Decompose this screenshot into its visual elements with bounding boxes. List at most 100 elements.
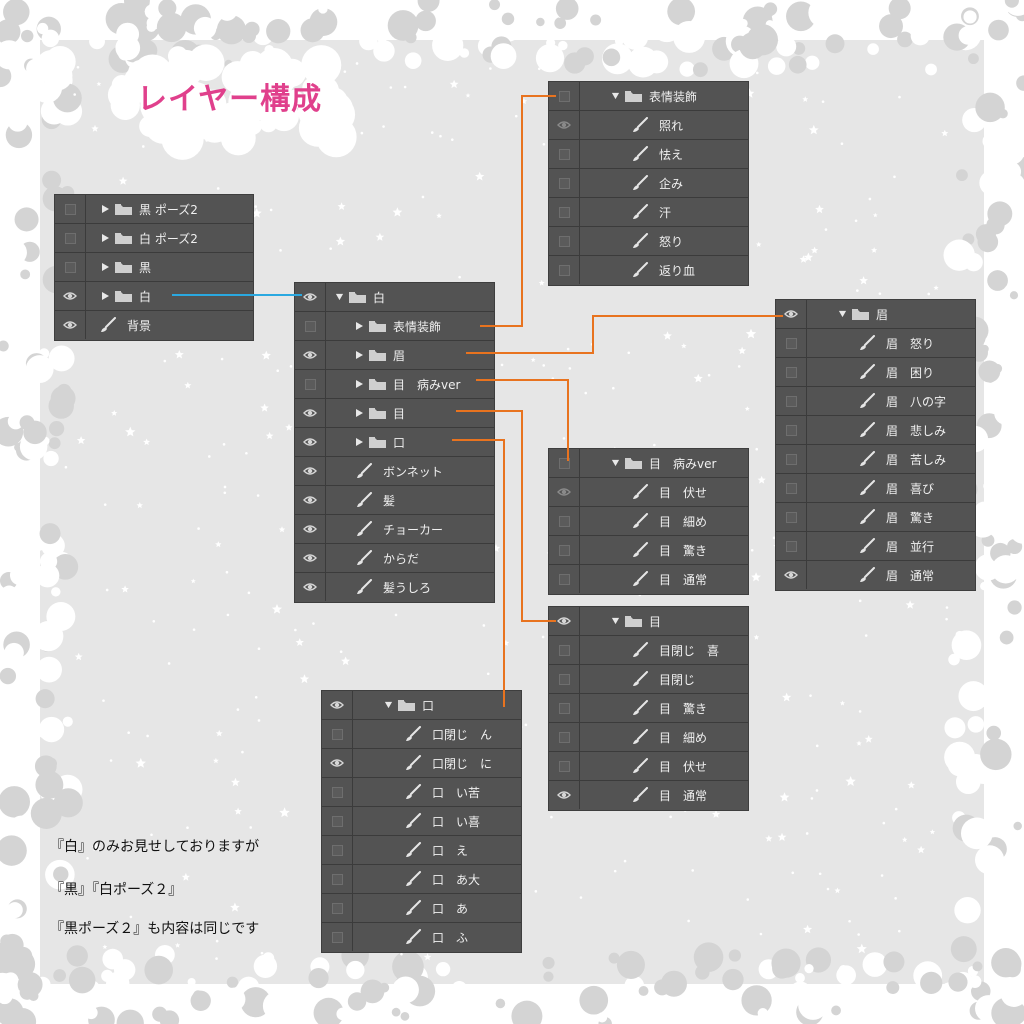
visibility-toggle[interactable] — [295, 370, 326, 398]
visibility-toggle[interactable] — [55, 224, 86, 252]
visibility-toggle[interactable] — [776, 474, 807, 502]
layer-row[interactable]: 眉 — [295, 341, 494, 370]
layer-row[interactable]: 眉 — [776, 300, 975, 329]
visibility-toggle[interactable] — [322, 894, 353, 922]
visibility-toggle[interactable] — [549, 752, 580, 780]
collapse-toggle[interactable] — [838, 309, 851, 319]
layer-row[interactable]: 髪うしろ — [295, 573, 494, 602]
visibility-toggle[interactable] — [776, 503, 807, 531]
visibility-toggle[interactable] — [322, 836, 353, 864]
layer-row[interactable]: 照れ — [549, 111, 748, 140]
layer-row[interactable]: 口閉じ ん — [322, 720, 521, 749]
layer-row[interactable]: 目 — [549, 607, 748, 636]
layer-row[interactable]: 口 — [295, 428, 494, 457]
expand-toggle[interactable] — [355, 321, 368, 331]
visibility-toggle[interactable] — [295, 341, 326, 369]
visibility-toggle[interactable] — [55, 311, 86, 339]
visibility-toggle[interactable] — [322, 923, 353, 951]
layer-row[interactable]: 目 — [295, 399, 494, 428]
visibility-toggle[interactable] — [549, 665, 580, 693]
visibility-toggle[interactable] — [776, 532, 807, 560]
layer-row[interactable]: 眉 並行 — [776, 532, 975, 561]
expand-toggle[interactable] — [355, 408, 368, 418]
visibility-toggle[interactable] — [55, 195, 86, 223]
visibility-toggle[interactable] — [776, 387, 807, 415]
visibility-toggle[interactable] — [549, 636, 580, 664]
visibility-toggle[interactable] — [295, 312, 326, 340]
visibility-toggle[interactable] — [549, 607, 580, 635]
layer-row[interactable]: 企み — [549, 169, 748, 198]
visibility-toggle[interactable] — [549, 449, 580, 477]
layer-row[interactable]: 眉 怒り — [776, 329, 975, 358]
visibility-toggle[interactable] — [295, 515, 326, 543]
layer-row[interactable]: チョーカー — [295, 515, 494, 544]
layer-row[interactable]: 眉 悲しみ — [776, 416, 975, 445]
layer-row[interactable]: 白 — [55, 282, 253, 311]
layer-row[interactable]: 目 細め — [549, 723, 748, 752]
layer-row[interactable]: 黒 — [55, 253, 253, 282]
expand-toggle[interactable] — [101, 204, 114, 214]
visibility-toggle[interactable] — [776, 416, 807, 444]
layer-row[interactable]: 怯え — [549, 140, 748, 169]
visibility-toggle[interactable] — [549, 227, 580, 255]
visibility-toggle[interactable] — [549, 694, 580, 722]
layer-row[interactable]: 目 驚き — [549, 536, 748, 565]
layer-row[interactable]: 目 病みver — [549, 449, 748, 478]
visibility-toggle[interactable] — [549, 723, 580, 751]
visibility-toggle[interactable] — [55, 282, 86, 310]
collapse-toggle[interactable] — [335, 292, 348, 302]
layer-row[interactable]: 目 通常 — [549, 565, 748, 594]
layer-row[interactable]: 怒り — [549, 227, 748, 256]
expand-toggle[interactable] — [101, 233, 114, 243]
layer-row[interactable]: 眉 喜び — [776, 474, 975, 503]
visibility-toggle[interactable] — [295, 457, 326, 485]
layer-row[interactable]: 目 驚き — [549, 694, 748, 723]
collapse-toggle[interactable] — [611, 458, 624, 468]
layer-row[interactable]: 口閉じ に — [322, 749, 521, 778]
layer-row[interactable]: 口 あ大 — [322, 865, 521, 894]
visibility-toggle[interactable] — [549, 82, 580, 110]
layer-row[interactable]: 口 — [322, 691, 521, 720]
layer-row[interactable]: 口 ふ — [322, 923, 521, 952]
collapse-toggle[interactable] — [611, 616, 624, 626]
expand-toggle[interactable] — [355, 379, 368, 389]
layer-row[interactable]: 目 伏せ — [549, 478, 748, 507]
visibility-toggle[interactable] — [322, 691, 353, 719]
layer-row[interactable]: 目閉じ 喜 — [549, 636, 748, 665]
layer-row[interactable]: 目 細め — [549, 507, 748, 536]
layer-row[interactable]: 目 通常 — [549, 781, 748, 810]
visibility-toggle[interactable] — [322, 778, 353, 806]
visibility-toggle[interactable] — [295, 428, 326, 456]
expand-toggle[interactable] — [101, 291, 114, 301]
layer-row[interactable]: 口 え — [322, 836, 521, 865]
visibility-toggle[interactable] — [776, 300, 807, 328]
layer-row[interactable]: 目 病みver — [295, 370, 494, 399]
visibility-toggle[interactable] — [549, 478, 580, 506]
layer-row[interactable]: 背景 — [55, 311, 253, 340]
visibility-toggle[interactable] — [549, 140, 580, 168]
visibility-toggle[interactable] — [322, 720, 353, 748]
layer-row[interactable]: 口 あ — [322, 894, 521, 923]
visibility-toggle[interactable] — [55, 253, 86, 281]
layer-row[interactable]: 返り血 — [549, 256, 748, 285]
visibility-toggle[interactable] — [549, 565, 580, 593]
layer-row[interactable]: 表情装飾 — [549, 82, 748, 111]
layer-row[interactable]: 表情装飾 — [295, 312, 494, 341]
layer-row[interactable]: 眉 驚き — [776, 503, 975, 532]
visibility-toggle[interactable] — [295, 544, 326, 572]
visibility-toggle[interactable] — [322, 865, 353, 893]
visibility-toggle[interactable] — [295, 486, 326, 514]
visibility-toggle[interactable] — [776, 329, 807, 357]
expand-toggle[interactable] — [355, 350, 368, 360]
layer-row[interactable]: 眉 通常 — [776, 561, 975, 590]
visibility-toggle[interactable] — [549, 169, 580, 197]
layer-row[interactable]: からだ — [295, 544, 494, 573]
visibility-toggle[interactable] — [322, 749, 353, 777]
layer-row[interactable]: 黒 ポーズ2 — [55, 195, 253, 224]
visibility-toggle[interactable] — [295, 573, 326, 601]
layer-row[interactable]: 目閉じ — [549, 665, 748, 694]
visibility-toggle[interactable] — [776, 445, 807, 473]
layer-row[interactable]: 汗 — [549, 198, 748, 227]
expand-toggle[interactable] — [101, 262, 114, 272]
layer-row[interactable]: 髪 — [295, 486, 494, 515]
